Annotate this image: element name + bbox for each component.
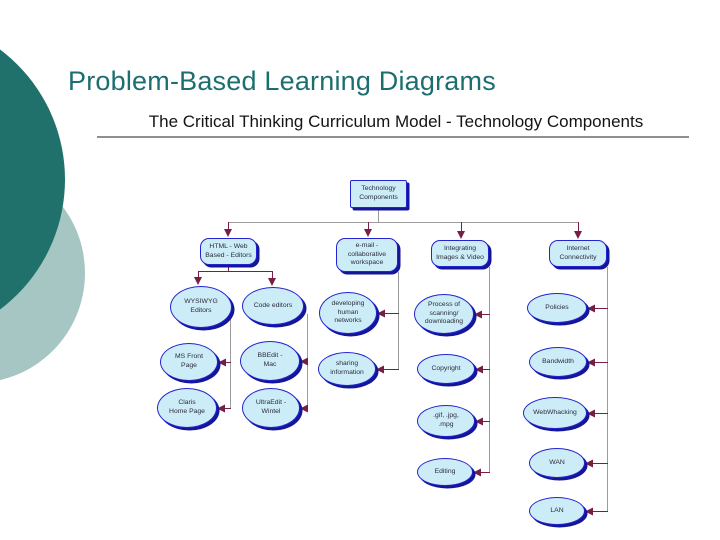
node-html-web-based-editors: HTML - Web Based - Editors [200, 238, 257, 265]
node-label: BBEdit - Mac [257, 352, 283, 368]
node-bandwidth: Bandwidth [529, 347, 587, 377]
node-process-of-scanning-downloading: Process of scanning/ downloading [414, 294, 474, 334]
arrowhead-left [475, 417, 483, 426]
node-label: LAN [550, 506, 564, 514]
arrowhead-left [473, 468, 481, 477]
arrowhead-down [457, 231, 465, 239]
arrowhead-down [574, 231, 582, 239]
node-label: Bandwidth [542, 357, 574, 365]
node-webwhacking: WebWhacking [523, 397, 587, 429]
node-label: MS Front Page [175, 353, 203, 369]
arrowhead-left [587, 409, 595, 418]
node-integrating-images-video: Integrating Images & Video [431, 240, 489, 267]
arrowhead-left [377, 309, 385, 318]
node-developing-human-networks: developing human networks [319, 292, 377, 334]
arrowhead-left [475, 365, 483, 374]
node-label: sharing information [330, 360, 364, 376]
node-label: Editing [434, 467, 456, 475]
node-label: .gif, .jpg, .mpg [433, 412, 459, 428]
node-label: e-mail - collaborative workspace [347, 241, 387, 267]
arrowhead-down [224, 229, 232, 237]
node-label: Code editors [253, 301, 293, 309]
node-internet-connectivity: Internet Connectivity [549, 240, 607, 267]
slide-title: Problem-Based Learning Diagrams [68, 66, 496, 96]
connector-maroon-group [198, 222, 608, 512]
subtitle-underline [97, 136, 689, 138]
node-label: Integrating Images & Video [436, 244, 484, 261]
node-claris-home-page: Claris Home Page [157, 388, 217, 428]
node-label: Copyright [431, 364, 461, 372]
node-label: UltraEdit - Wintel [255, 399, 287, 415]
node-label: Internet Connectivity [559, 244, 597, 261]
arrowhead-group [194, 229, 595, 516]
node-technology-components: Technology Components [350, 180, 407, 208]
arrowhead-down [364, 229, 372, 237]
arrowhead-left [474, 310, 482, 319]
node-wysiwyg-editors: WYSIWYG Editors [170, 286, 232, 328]
arrowhead-left [376, 365, 384, 374]
node-lan: LAN [529, 497, 585, 525]
slide-subtitle: The Critical Thinking Curriculum Model -… [148, 112, 644, 131]
node-label: developing human networks [331, 299, 365, 325]
arrowhead-down [268, 278, 276, 286]
node-gif-jpg-mpg: .gif, .jpg, .mpg [417, 405, 475, 437]
node-copyright: Copyright [417, 354, 475, 384]
node-email-collaborative-workspace: e-mail - collaborative workspace [336, 238, 398, 272]
node-label: WebWhacking [533, 408, 577, 416]
node-label: WAN [549, 458, 565, 466]
arrowhead-left [217, 404, 225, 413]
arrowhead-left [587, 304, 595, 313]
arrowhead-left [218, 358, 226, 367]
node-policies: Policies [527, 293, 587, 323]
node-sharing-information: sharing information [318, 352, 376, 386]
node-label: Process of scanning/ downloading [424, 300, 464, 326]
arrowhead-left [585, 507, 593, 516]
arrowhead-left [585, 459, 593, 468]
node-editing: Editing [417, 458, 473, 486]
node-ultraedit-wintel: UltraEdit - Wintel [242, 388, 300, 428]
node-label: WYSIWYG Editors [184, 298, 218, 314]
node-label: Technology Components [359, 185, 398, 201]
arrowhead-left [300, 404, 308, 413]
arrowhead-left [587, 358, 595, 367]
arrowhead-left [300, 357, 308, 366]
node-label: Policies [545, 303, 569, 311]
node-bbedit-mac: BBEdit - Mac [240, 341, 300, 381]
node-label: HTML - Web Based - Editors [205, 242, 252, 259]
node-label: Claris Home Page [169, 399, 205, 415]
node-ms-front-page: MS Front Page [160, 343, 218, 381]
node-wan: WAN [529, 448, 585, 478]
arrowhead-down [194, 277, 202, 285]
node-code-editors: Code editors [242, 287, 304, 325]
